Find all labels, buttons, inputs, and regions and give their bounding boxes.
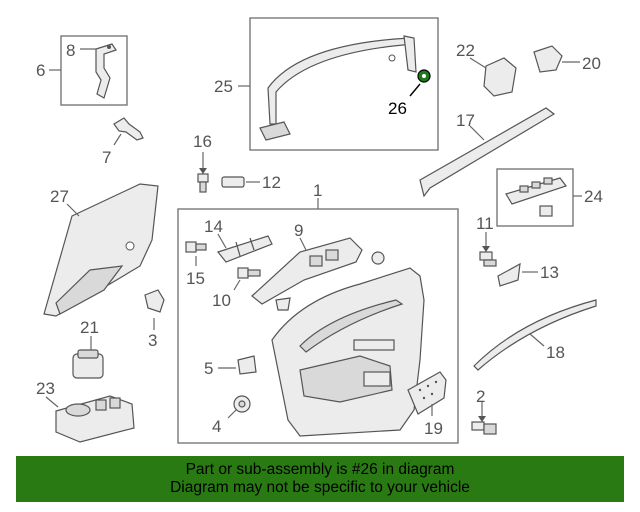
- part-13-clip: [497, 262, 538, 287]
- part-3-clip: [144, 289, 165, 330]
- callout-12: 12: [262, 173, 281, 192]
- callout-14: 14: [204, 217, 223, 236]
- part-23-switch-assembly: [45, 395, 135, 443]
- callout-9: 9: [294, 221, 303, 240]
- part-25-group: [238, 17, 439, 151]
- callout-27: 27: [50, 187, 69, 206]
- part-9-bezel: [251, 237, 363, 305]
- callout-11: 11: [476, 214, 494, 233]
- callout-15: 15: [186, 269, 205, 288]
- part-14-bracket: [216, 233, 273, 263]
- callout-17: 17: [456, 111, 475, 130]
- callout-19: 19: [424, 419, 443, 438]
- banner-line-1: Part or sub-assembly is #26 in diagram: [185, 461, 455, 478]
- callout-5: 5: [204, 359, 213, 378]
- callout-24: 24: [584, 187, 603, 206]
- callout-3: 3: [148, 331, 157, 350]
- callout-18: 18: [546, 343, 565, 362]
- part-21-switch: [72, 336, 104, 379]
- callout-7: 7: [102, 148, 111, 167]
- callout-23: 23: [36, 379, 55, 398]
- callout-20: 20: [582, 54, 601, 73]
- part-4-pushpin: [227, 395, 251, 419]
- part-17-molding: [419, 107, 556, 198]
- part-12-clip: [221, 176, 260, 188]
- part-26-clip-highlighted: [409, 69, 431, 97]
- trim-clip: [275, 297, 291, 311]
- part-20-switch: [533, 45, 580, 73]
- callout-1: 1: [313, 181, 322, 200]
- banner-line-2: Diagram may not be specific to your vehi…: [170, 479, 470, 496]
- part-18-trim: [473, 299, 597, 371]
- part-1-group: [177, 198, 459, 444]
- callout-6: 6: [36, 61, 45, 80]
- part-19-grille: [407, 371, 447, 416]
- part-6-group: [49, 35, 128, 106]
- part-15-screw: [185, 241, 207, 266]
- parts-diagram: 8 6 7 27 21 23 3 16: [36, 17, 603, 444]
- callout-25: 25: [214, 77, 233, 96]
- part-5-clip: [218, 355, 257, 375]
- part-27-panel: [43, 183, 159, 317]
- callout-8: 8: [66, 41, 75, 60]
- part-11-screw: [479, 232, 497, 267]
- callout-13: 13: [540, 263, 559, 282]
- door-lock-knob: [371, 251, 385, 265]
- part-24-group: [496, 168, 582, 227]
- part-2-bolt: [471, 402, 497, 435]
- callout-22: 22: [456, 41, 475, 60]
- callout-10: 10: [212, 291, 231, 310]
- part-7-pin: [113, 117, 144, 146]
- callout-4: 4: [212, 417, 221, 436]
- info-banner: Part or sub-assembly is #26 in diagram D…: [16, 456, 624, 502]
- part-16-screw: [197, 152, 209, 193]
- part-22-switch: [469, 57, 517, 97]
- callout-21: 21: [80, 318, 99, 337]
- callout-2: 2: [476, 387, 485, 406]
- door-trim-panel: [271, 267, 425, 437]
- callout-16: 16: [193, 132, 212, 151]
- part-10-screw: [233, 267, 261, 291]
- callout-26: 26: [388, 99, 407, 118]
